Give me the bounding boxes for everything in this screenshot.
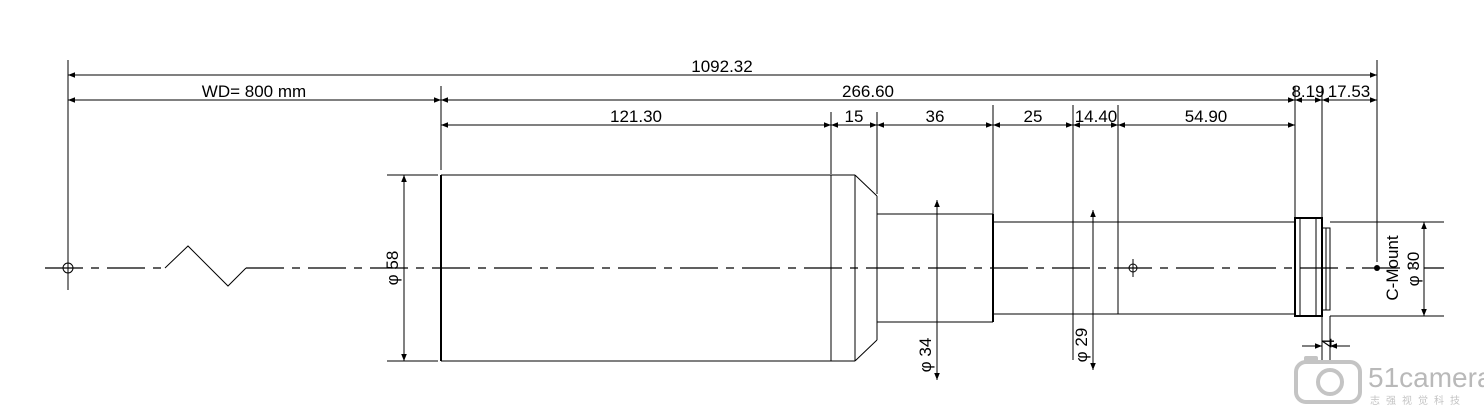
dim-working-distance: WD= 800 mm <box>202 82 306 101</box>
dim-seg5: 14.40 <box>1075 107 1118 126</box>
dim-lens-length: 266.60 <box>842 82 894 101</box>
watermark-tagline: 志强视觉科技 <box>1370 394 1466 407</box>
dim-total-length: 1092.32 <box>691 57 752 76</box>
dim-mount-depth: 4 <box>1319 338 1338 347</box>
dim-mid-diameter: φ 34 <box>916 338 935 373</box>
watermark-brand: 51camera <box>1368 362 1484 393</box>
object-point-marker <box>62 258 74 290</box>
dim-seg6: 54.90 <box>1185 107 1228 126</box>
watermark-logo: 51camera 志强视觉科技 <box>1294 356 1484 407</box>
diameter-dimension-lines <box>401 175 1427 380</box>
dim-front-diameter: φ 58 <box>383 251 402 286</box>
mount-type-label: C-Mount <box>1383 235 1402 300</box>
dim-mount-diameter: φ 30 <box>1404 252 1423 287</box>
dim-seg8: 17.53 <box>1328 82 1371 101</box>
lens-body <box>440 174 1331 362</box>
optical-axis-centerline <box>45 245 1444 287</box>
dim-seg1: 121.30 <box>610 107 662 126</box>
dimension-lines <box>68 72 1377 128</box>
dim-rear-diameter: φ 29 <box>1072 328 1091 363</box>
dim-seg2: 15 <box>845 107 864 126</box>
dim-seg7: 8.19 <box>1291 82 1324 101</box>
camera-icon <box>1294 356 1362 404</box>
dim-seg3: 36 <box>926 107 945 126</box>
dim-seg4: 25 <box>1024 107 1043 126</box>
mid-point-marker <box>1124 259 1142 277</box>
sensor-point-marker <box>1374 265 1380 271</box>
extension-lines <box>67 60 1444 362</box>
